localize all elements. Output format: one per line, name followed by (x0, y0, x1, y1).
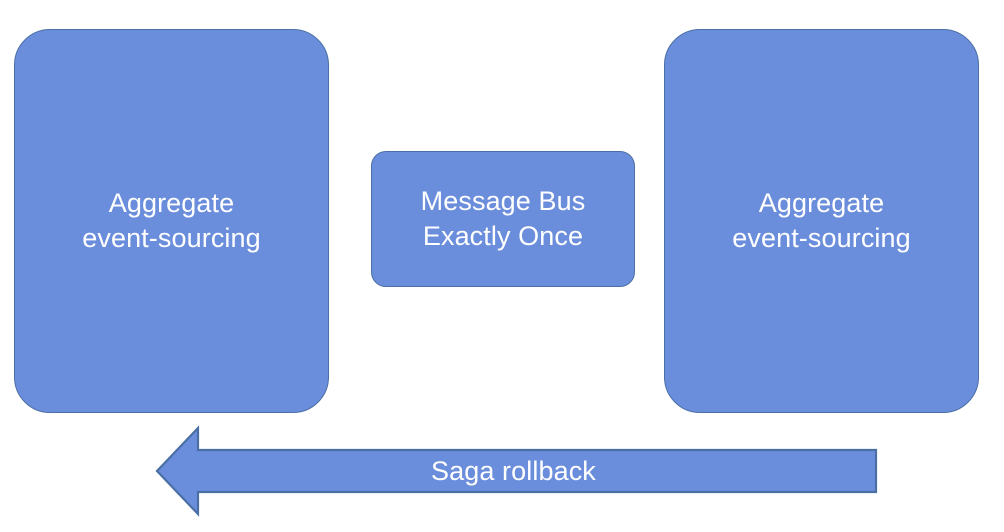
node-aggregate-left[interactable]: Aggregate event-sourcing (14, 29, 329, 413)
saga-rollback-arrow[interactable] (150, 420, 885, 524)
node-aggregate-right-label: Aggregate event-sourcing (732, 188, 911, 253)
left-arrow-icon (155, 425, 878, 517)
node-message-bus[interactable]: Message Bus Exactly Once (371, 151, 635, 287)
node-message-bus-label: Message Bus Exactly Once (420, 186, 586, 251)
node-aggregate-left-label: Aggregate event-sourcing (82, 188, 261, 253)
node-aggregate-right[interactable]: Aggregate event-sourcing (664, 29, 979, 413)
